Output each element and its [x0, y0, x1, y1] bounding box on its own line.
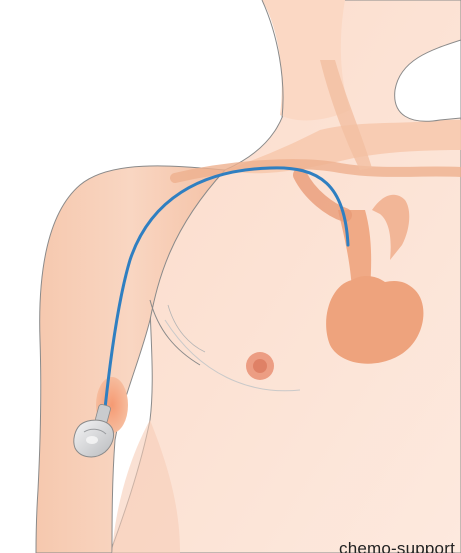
watermark-text: chemo-support — [339, 539, 455, 553]
